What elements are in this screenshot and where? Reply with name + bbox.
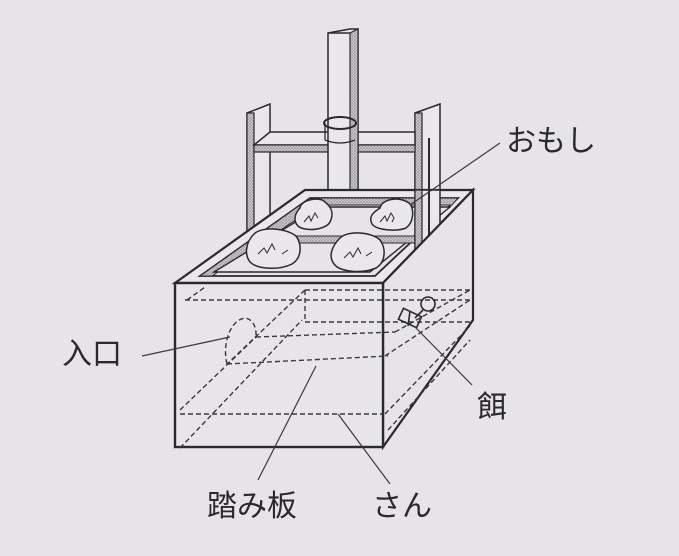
bait-assembly: [397, 296, 436, 329]
weight-stones: [245, 198, 414, 273]
leader-rail: [337, 413, 391, 485]
leader-lines: [141, 142, 501, 485]
stone-2: [369, 198, 414, 231]
frame-left-post: [246, 102, 271, 233]
bait-block: [397, 307, 423, 329]
label-bait: 餌: [477, 390, 507, 425]
stone-3: [245, 228, 301, 269]
leader-entrance: [141, 336, 231, 357]
leader-bait: [414, 326, 473, 386]
hidden-lines: [179, 286, 471, 449]
label-treadle: 踏み板: [207, 489, 297, 524]
pole-ring: [323, 116, 357, 130]
label-entrance: 入口: [62, 337, 122, 372]
bait-ring: [420, 296, 436, 312]
leader-weight: [409, 142, 501, 206]
leader-treadle: [257, 365, 317, 481]
box-front: [173, 281, 385, 449]
stone-1: [294, 198, 333, 231]
label-weight: おもし: [506, 124, 596, 159]
label-rail: さん: [372, 489, 432, 524]
center-pole: [323, 28, 359, 241]
stone-4: [330, 232, 385, 273]
